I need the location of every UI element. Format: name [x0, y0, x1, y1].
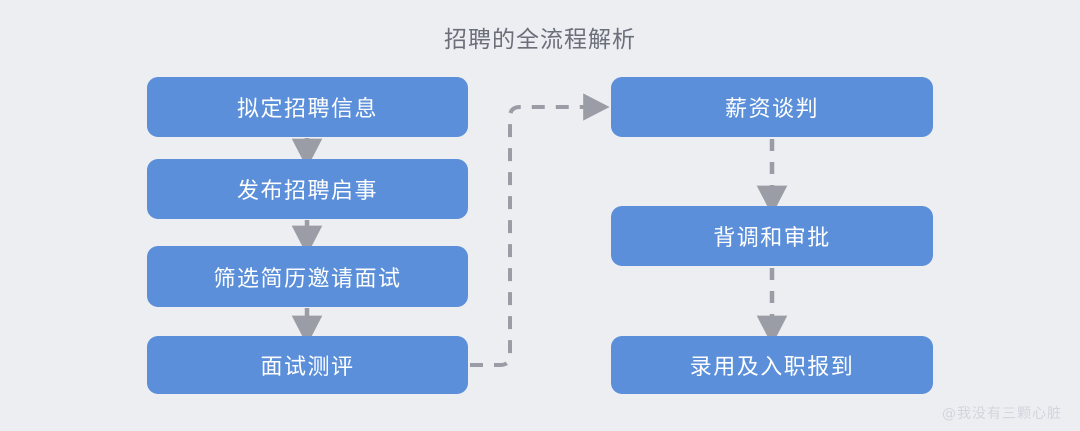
connector-cross-interview-to-salary: [470, 93, 610, 367]
node-salary-negotiation[interactable]: 薪资谈判: [611, 77, 933, 137]
node-interview-assessment[interactable]: 面试测评: [147, 336, 468, 394]
node-draft-recruitment-info[interactable]: 拟定招聘信息: [147, 77, 468, 137]
page-title: 招聘的全流程解析: [444, 27, 636, 53]
watermark: @我没有三颗心脏: [942, 406, 1062, 422]
node-background-check-approval[interactable]: 背调和审批: [611, 206, 933, 266]
node-offer-and-onboarding[interactable]: 录用及入职报到: [611, 336, 933, 394]
node-publish-job-ad[interactable]: 发布招聘启事: [147, 159, 468, 219]
node-screen-resumes-invite-interview[interactable]: 筛选简历邀请面试: [147, 246, 468, 307]
